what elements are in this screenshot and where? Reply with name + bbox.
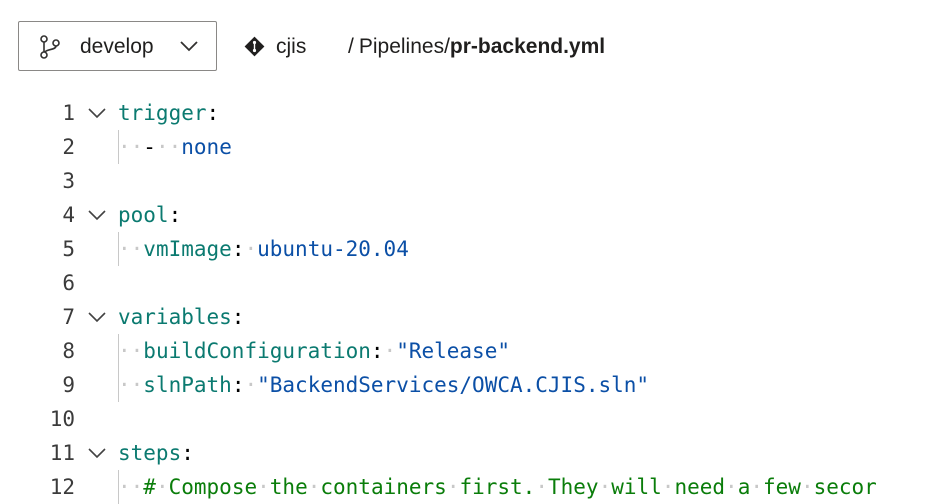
indent-whitespace: ·· — [118, 135, 144, 159]
indent-guide — [118, 334, 119, 368]
list-dash: - — [143, 135, 156, 159]
line-number: 11 — [49, 441, 75, 465]
indent-guide — [118, 368, 119, 402]
line-number: 2 — [62, 135, 75, 159]
code-line[interactable]: 11 steps: — [0, 436, 936, 470]
yaml-colon: : — [370, 339, 384, 363]
indent-whitespace: ·· — [118, 373, 144, 397]
line-number: 6 — [62, 271, 75, 295]
indent-whitespace: ·· — [118, 237, 144, 261]
code-line[interactable]: 1 trigger: — [0, 96, 936, 130]
yaml-key: buildConfiguration — [143, 339, 371, 363]
yaml-colon: : — [206, 101, 220, 125]
toolbar: develop cjis /Pipelines/pr-backend.yml — [0, 0, 936, 96]
branch-selector-button[interactable]: develop — [18, 21, 217, 71]
whitespace-dot: · — [244, 237, 258, 261]
yaml-key: trigger — [118, 101, 207, 125]
repo-icon[interactable] — [244, 36, 265, 57]
fold-chevron-icon[interactable] — [87, 311, 107, 323]
code-text: ··buildConfiguration:·"Release" — [118, 334, 510, 368]
code-text: pool: — [118, 198, 181, 232]
yaml-value: "Release" — [396, 339, 510, 363]
yaml-comment: #·Compose·the·containers·first.·They·wil… — [143, 475, 877, 499]
yaml-key: vmImage — [143, 237, 232, 261]
code-line[interactable]: 6 — [0, 266, 936, 300]
code-text: steps: — [118, 436, 194, 470]
yaml-colon: : — [231, 305, 245, 329]
line-number: 8 — [62, 339, 75, 363]
code-line[interactable]: 9 ··slnPath:·"BackendServices/OWCA.CJIS.s… — [0, 368, 936, 402]
yaml-value: "BackendServices/OWCA.CJIS.sln" — [257, 373, 650, 397]
indent-whitespace: ·· — [118, 339, 144, 363]
fold-chevron-icon[interactable] — [87, 107, 107, 119]
line-number: 5 — [62, 237, 75, 261]
path-separator: / — [348, 35, 354, 58]
line-number: 9 — [62, 373, 75, 397]
path-file: pr-backend.yml — [449, 35, 606, 58]
code-text: ··#·Compose·the·containers·first.·They·w… — [118, 470, 877, 504]
code-line[interactable]: 3 — [0, 164, 936, 198]
line-number: 7 — [62, 305, 75, 329]
whitespace-dot: · — [155, 135, 169, 159]
git-branch-icon — [40, 35, 60, 59]
fold-chevron-icon[interactable] — [87, 209, 107, 221]
code-line[interactable]: 4 pool: — [0, 198, 936, 232]
code-line[interactable]: 2··-··none — [0, 130, 936, 164]
yaml-key: variables — [118, 305, 232, 329]
code-line[interactable]: 5 ··vmImage:·ubuntu-20.04 — [0, 232, 936, 266]
line-number: 3 — [62, 169, 75, 193]
path-folder[interactable]: Pipelines/ — [358, 35, 450, 58]
code-text: ··vmImage:·ubuntu-20.04 — [118, 232, 409, 266]
indent-guide — [118, 470, 119, 504]
code-text: ··-··none — [118, 130, 232, 164]
code-line[interactable]: 10 — [0, 402, 936, 436]
branch-label: develop — [80, 35, 154, 58]
yaml-colon: : — [231, 237, 245, 261]
whitespace-dot: · — [383, 339, 397, 363]
yaml-colon: : — [181, 441, 194, 465]
line-number: 1 — [62, 101, 75, 125]
code-text: ··slnPath:·"BackendServices/OWCA.CJIS.sl… — [118, 368, 649, 402]
line-number: 12 — [49, 475, 75, 499]
line-number: 10 — [49, 407, 75, 431]
fold-chevron-icon[interactable] — [87, 447, 107, 459]
yaml-colon: : — [168, 203, 182, 227]
yaml-value: ubuntu-20.04 — [257, 237, 409, 261]
line-number: 4 — [62, 203, 75, 227]
indent-guide — [118, 130, 119, 164]
code-text: variables: — [118, 300, 244, 334]
yaml-key: pool — [118, 203, 169, 227]
yaml-key: slnPath — [143, 373, 232, 397]
code-text: trigger: — [118, 96, 219, 130]
code-line[interactable]: 7 variables: — [0, 300, 936, 334]
whitespace-dot: · — [244, 373, 258, 397]
file-path-breadcrumb: /Pipelines/pr-backend.yml — [348, 35, 605, 59]
code-line[interactable]: 8 ··buildConfiguration:·"Release" — [0, 334, 936, 368]
repo-label[interactable]: cjis — [276, 35, 307, 58]
yaml-colon: : — [231, 373, 245, 397]
yaml-value: none — [181, 135, 232, 159]
indent-whitespace: ·· — [118, 475, 144, 499]
indent-guide — [118, 232, 119, 266]
code-line[interactable]: 12 ··#·Compose·the·containers·first.·They… — [0, 470, 936, 504]
whitespace-dot: · — [168, 135, 182, 159]
chevron-down-icon — [180, 41, 198, 52]
yaml-key: steps — [118, 441, 182, 465]
